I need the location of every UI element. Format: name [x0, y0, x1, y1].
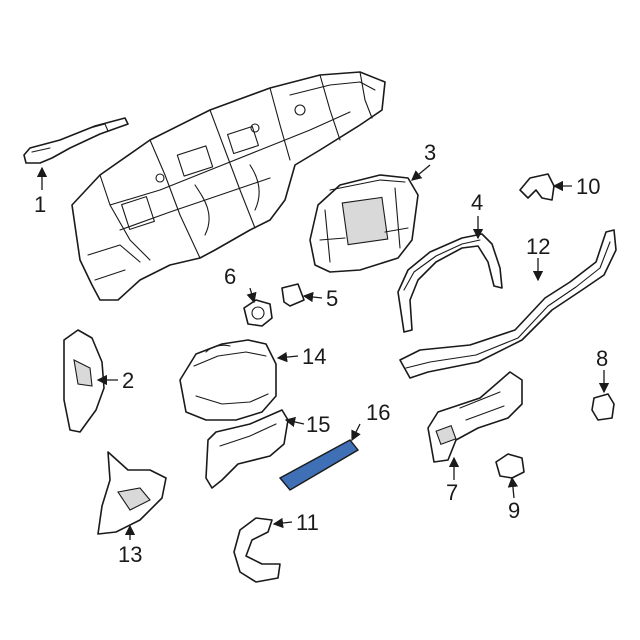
part-14-cluster-hood[interactable]: [179, 339, 277, 421]
part-9-bracket[interactable]: [495, 453, 525, 479]
callout-8[interactable]: 8: [596, 346, 608, 371]
callout-numbers: 1 2 3 4 5 6 7 8 9 10 11 12 13 14 15 16: [34, 140, 608, 567]
part-1-bracket[interactable]: [23, 117, 129, 164]
part-5-switch[interactable]: [281, 283, 305, 307]
leader-6: [246, 287, 257, 304]
leader-15: [284, 416, 305, 428]
callout-9[interactable]: 9: [508, 498, 520, 523]
part-10-cover[interactable]: [519, 173, 555, 201]
leader-16: [351, 423, 361, 442]
callout-13[interactable]: 13: [118, 542, 142, 567]
part-16-highlighted-trim[interactable]: [278, 439, 360, 491]
part-2-end-cap[interactable]: [63, 329, 105, 433]
callout-2[interactable]: 2: [122, 368, 134, 393]
part-4-trim-bezel[interactable]: [397, 233, 503, 333]
callout-10[interactable]: 10: [576, 174, 600, 199]
leader-11: [272, 517, 293, 529]
leader-3: [411, 164, 431, 181]
leader-9: [507, 476, 519, 499]
part-6-knob[interactable]: [243, 299, 273, 327]
part-8-clip[interactable]: [591, 393, 615, 421]
callout-15[interactable]: 15: [306, 412, 330, 437]
part-15-lower-bezel[interactable]: [205, 409, 289, 489]
callout-7[interactable]: 7: [446, 480, 458, 505]
callout-6[interactable]: 6: [224, 264, 236, 289]
part-11-u-trim[interactable]: [233, 517, 281, 583]
part-3-center-stack[interactable]: [309, 174, 419, 273]
leader-5: [302, 291, 323, 303]
callout-4[interactable]: 4: [471, 190, 483, 215]
part-12-trim-strip[interactable]: [399, 229, 617, 379]
callout-leaders: [36, 164, 610, 540]
leader-14: [276, 351, 299, 363]
callout-11[interactable]: 11: [296, 510, 319, 535]
part-13-side-panel[interactable]: [97, 451, 167, 535]
callout-3[interactable]: 3: [424, 140, 436, 165]
callout-16[interactable]: 16: [366, 400, 390, 425]
callout-12[interactable]: 12: [526, 234, 550, 259]
instrument-panel-frame: [71, 71, 386, 301]
callout-14[interactable]: 14: [302, 344, 326, 369]
callout-1[interactable]: 1: [34, 192, 46, 217]
part-7-console-panel[interactable]: [427, 371, 523, 463]
callout-5[interactable]: 5: [326, 286, 338, 311]
